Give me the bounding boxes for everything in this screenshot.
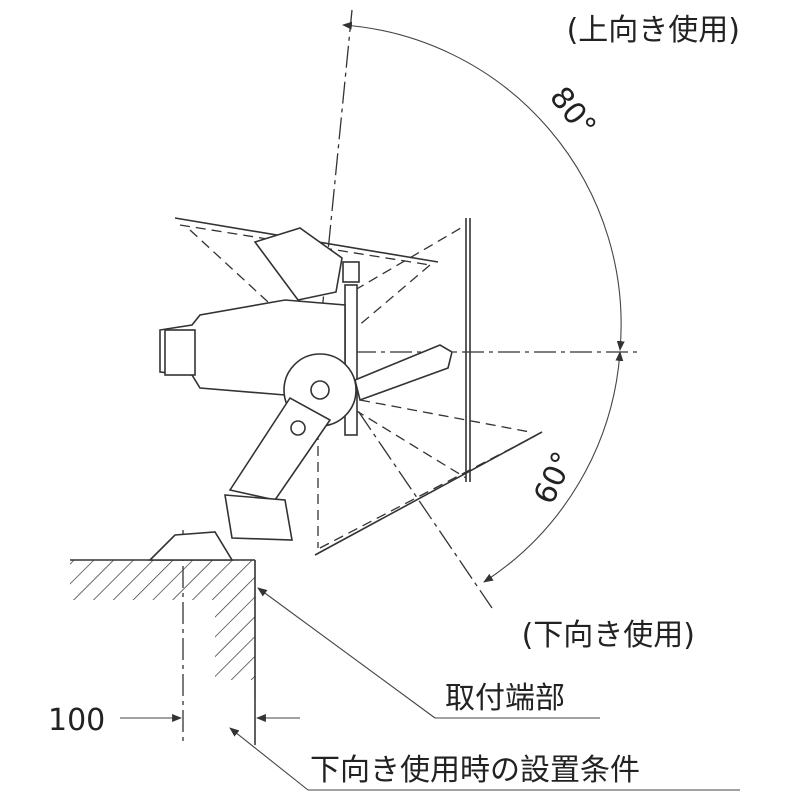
label-installation-condition: 下向き使用時の設置条件	[310, 753, 640, 788]
label-angle-80: 80°	[542, 80, 602, 143]
label-downward-use: (下向き使用)	[522, 618, 695, 653]
label-upward-use: (上向き使用)	[567, 13, 740, 48]
label-mount-end: 取付端部	[445, 681, 565, 716]
label-angle-60: 60°	[527, 446, 581, 509]
leader-condition	[229, 727, 740, 791]
lamp-downward-position	[314, 344, 543, 556]
mounting-arm	[148, 353, 357, 561]
leader-mount-end	[257, 587, 600, 719]
label-dimension-100: 100	[48, 703, 105, 738]
mounting-surface	[70, 559, 256, 745]
rotation-angle-arc	[317, 9, 640, 609]
lamp-upward-position	[174, 217, 439, 351]
dimension-100	[120, 530, 300, 745]
